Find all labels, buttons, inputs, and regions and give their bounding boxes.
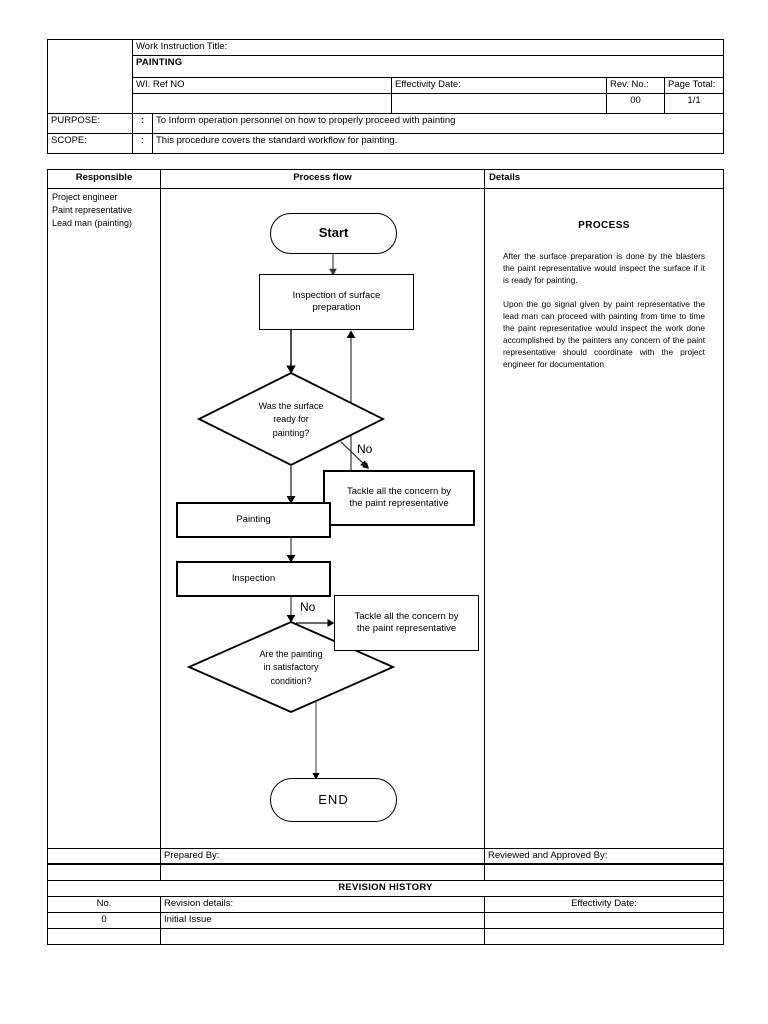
node-tackle-concern-2[interactable]: Tackle all the concern by the paint repr… bbox=[334, 595, 479, 651]
rev-no-label: Rev. No.: bbox=[606, 77, 665, 94]
purpose-row: PURPOSE: : To Inform operation personnel… bbox=[47, 113, 725, 134]
node-painting[interactable]: Painting bbox=[176, 502, 331, 538]
table-row bbox=[47, 928, 724, 945]
rev-row-1-no[interactable] bbox=[47, 928, 161, 945]
table-row: 0 Initial Issue bbox=[47, 912, 724, 929]
rev-col-date: Effectivity Date: bbox=[484, 896, 724, 913]
details-paragraph-2: Upon the go signal given by paint repres… bbox=[503, 298, 705, 369]
rev-col-details: Revision details: bbox=[160, 896, 485, 913]
scope-row: SCOPE: : This procedure covers the stand… bbox=[47, 133, 725, 154]
revision-history-title: REVISION HISTORY bbox=[47, 880, 724, 897]
node-painting-label: Painting bbox=[236, 513, 271, 525]
edge-label-no-2-text: No bbox=[300, 600, 316, 614]
signature-label-row: Prepared By: Reviewed and Approved By: bbox=[47, 848, 724, 865]
node-end-label: END bbox=[318, 791, 349, 807]
rev-col-no: No. bbox=[47, 896, 161, 913]
node-tackle2-line1: Tackle all the concern by bbox=[354, 610, 459, 622]
col-header-process-flow: Process flow bbox=[160, 169, 485, 189]
rev-row-0-no: 0 bbox=[47, 912, 161, 929]
node-inspection[interactable]: Inspection bbox=[176, 561, 331, 597]
rev-row-1-details[interactable] bbox=[160, 928, 485, 945]
node-start-label: Start bbox=[318, 225, 349, 241]
purpose-text: To Inform operation personnel on how to … bbox=[151, 113, 725, 134]
col-header-responsible: Responsible bbox=[47, 169, 161, 189]
effectivity-date-value[interactable] bbox=[391, 93, 607, 114]
edge-decision1-no-stub bbox=[340, 441, 369, 469]
header-row-title-label: Work Instruction Title: bbox=[47, 39, 725, 114]
effectivity-date-label: Effectivity Date: bbox=[391, 77, 607, 94]
main-body-row: Project engineer Paint representative Le… bbox=[47, 188, 724, 864]
prepared-by-value[interactable] bbox=[160, 864, 485, 881]
scope-text: This procedure covers the standard workf… bbox=[151, 133, 725, 154]
header-row-values: 00 1/1 bbox=[48, 93, 725, 114]
page-total-value: 1/1 bbox=[663, 93, 725, 114]
details-paragraph-1: After the surface preparation is done by… bbox=[503, 250, 705, 285]
revision-history-header-row: No. Revision details: Effectivity Date: bbox=[47, 896, 724, 913]
decision1-diamond bbox=[196, 371, 386, 467]
wi-ref-label: WI. Ref NO bbox=[132, 77, 392, 94]
reviewed-by-label: Reviewed and Approved By: bbox=[484, 848, 724, 865]
rev-row-0-date[interactable] bbox=[484, 912, 724, 929]
header-row-title-value: PAINTING bbox=[48, 55, 725, 78]
edge-label-no-2: No bbox=[300, 600, 315, 615]
scope-label: SCOPE: bbox=[47, 133, 133, 154]
node-end[interactable]: END bbox=[270, 778, 397, 822]
reviewed-by-value[interactable] bbox=[484, 864, 724, 881]
header-row-labels: WI. Ref NO Effectivity Date: Rev. No.: P… bbox=[48, 77, 725, 94]
node-inspect1-label-line2: preparation bbox=[312, 302, 361, 313]
col-header-details: Details bbox=[484, 169, 724, 189]
wi-ref-value[interactable] bbox=[132, 93, 392, 114]
node-tackle1-line2: the paint representative bbox=[349, 498, 449, 509]
node-tackle1-line1: Tackle all the concern by bbox=[346, 485, 452, 497]
main-header-row: Responsible Process flow Details bbox=[47, 169, 724, 189]
footer-table: Prepared By: Reviewed and Approved By: R… bbox=[47, 848, 724, 945]
wi-title-label: Work Instruction Title: bbox=[131, 39, 725, 56]
responsible-line-1: Project engineer bbox=[52, 192, 118, 202]
flowchart-canvas: Start Inspection of surface preparation … bbox=[161, 189, 484, 863]
responsible-cell: Project engineer Paint representative Le… bbox=[47, 188, 161, 864]
wi-title-value: PAINTING bbox=[131, 55, 725, 78]
edge-label-no-1: No bbox=[357, 442, 372, 457]
rev-no-value: 00 bbox=[606, 93, 665, 114]
node-inspection-label: Inspection bbox=[231, 572, 276, 584]
revision-history-title-row: REVISION HISTORY bbox=[47, 880, 724, 897]
details-content: PROCESS After the surface preparation is… bbox=[489, 191, 719, 370]
rev-row-0-details: Initial Issue bbox=[160, 912, 485, 929]
signature-value-row bbox=[47, 864, 724, 881]
header-table: Work Instruction Title: PAINTING WI. Ref… bbox=[47, 39, 725, 154]
scope-colon: : bbox=[132, 133, 153, 154]
page-total-label: Page Total: bbox=[663, 77, 725, 94]
purpose-colon: : bbox=[132, 113, 153, 134]
main-section-table: Responsible Process flow Details Project… bbox=[47, 169, 724, 864]
signature-blank-cell bbox=[47, 848, 161, 865]
node-inspect1-label-line1: Inspection of surface bbox=[292, 289, 381, 301]
purpose-label: PURPOSE: bbox=[47, 113, 133, 134]
rev-row-1-date[interactable] bbox=[484, 928, 724, 945]
responsible-line-2: Paint representative bbox=[52, 205, 133, 216]
details-heading: PROCESS bbox=[578, 220, 630, 231]
prepared-by-label: Prepared By: bbox=[160, 848, 485, 865]
process-flow-cell: Start Inspection of surface preparation … bbox=[160, 188, 485, 864]
details-cell: PROCESS After the surface preparation is… bbox=[484, 188, 724, 864]
edge-label-no-1-text: No bbox=[357, 442, 373, 456]
logo-cell bbox=[47, 39, 133, 114]
node-tackle-concern-1[interactable]: Tackle all the concern by the paint repr… bbox=[323, 470, 475, 526]
node-inspection-of-surface-preparation[interactable]: Inspection of surface preparation bbox=[259, 274, 414, 330]
node-start[interactable]: Start bbox=[270, 213, 397, 254]
responsible-line-3: Lead man (painting) bbox=[52, 218, 133, 229]
signature-blank-cell-2 bbox=[47, 864, 161, 881]
node-tackle2-line2: the paint representative bbox=[356, 623, 457, 634]
